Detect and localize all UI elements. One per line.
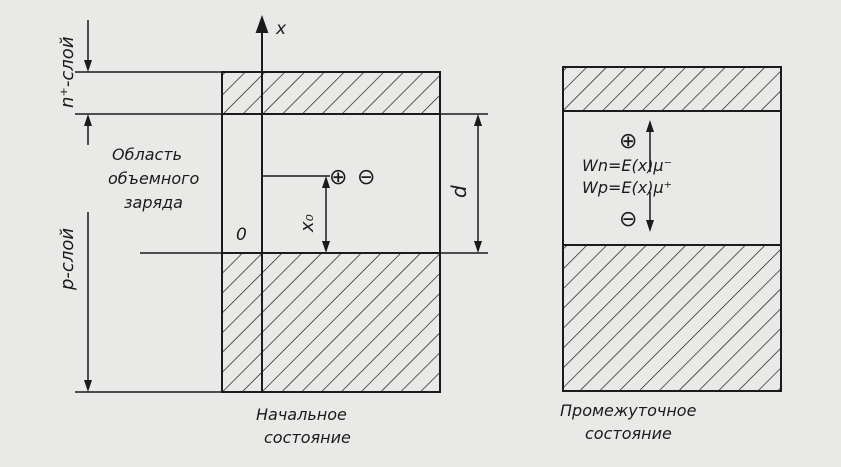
left-depletion-region — [221, 113, 441, 254]
right-depletion-region — [562, 110, 782, 246]
right-caption-line-2: состояние — [585, 424, 672, 443]
left-n-layer — [221, 71, 441, 115]
region-label-line-1: Область — [112, 145, 182, 164]
right-minus-charge: ⊖ — [619, 207, 637, 232]
right-figure — [562, 66, 782, 392]
n-dim-lower-arrow — [84, 114, 92, 126]
p-layer-label: p-слой — [57, 228, 78, 291]
d-dim-bottom-arrow — [474, 241, 482, 253]
left-figure — [75, 15, 488, 393]
origin-label: 0 — [236, 225, 247, 245]
x-axis-label: x — [275, 19, 287, 39]
x0-dim-bottom-arrow — [322, 241, 330, 253]
n-layer-label: n⁺-слой — [57, 36, 78, 108]
region-label-line-3: заряда — [124, 193, 183, 212]
region-label-line-2: объемного — [108, 169, 200, 188]
right-plus-charge: ⊕ — [619, 129, 637, 154]
left-caption-line-1: Начальное — [256, 405, 347, 424]
n-dim-upper-arrow — [84, 60, 92, 72]
electron-drift-arrowhead — [646, 220, 654, 232]
left-caption-line-2: состояние — [264, 428, 351, 447]
x-axis-arrowhead — [255, 15, 269, 33]
x0-dim-top-arrow — [322, 176, 330, 188]
wp-formula: Wp=E(x)μ⁺ — [582, 178, 672, 197]
left-minus-charge: ⊖ — [357, 165, 375, 190]
left-plus-charge: ⊕ — [329, 165, 347, 190]
hole-drift-arrowhead — [646, 120, 654, 132]
right-n-layer — [562, 66, 782, 112]
d-dim-top-arrow — [474, 114, 482, 126]
p-dim-bottom-arrow — [84, 380, 92, 392]
x0-label: x₀ — [297, 214, 318, 233]
left-p-layer — [221, 252, 441, 393]
d-label: d — [447, 185, 471, 198]
wn-formula: Wn=E(x)μ⁻ — [582, 156, 672, 175]
right-p-layer — [562, 244, 782, 392]
right-caption-line-1: Промежуточное — [560, 401, 697, 420]
